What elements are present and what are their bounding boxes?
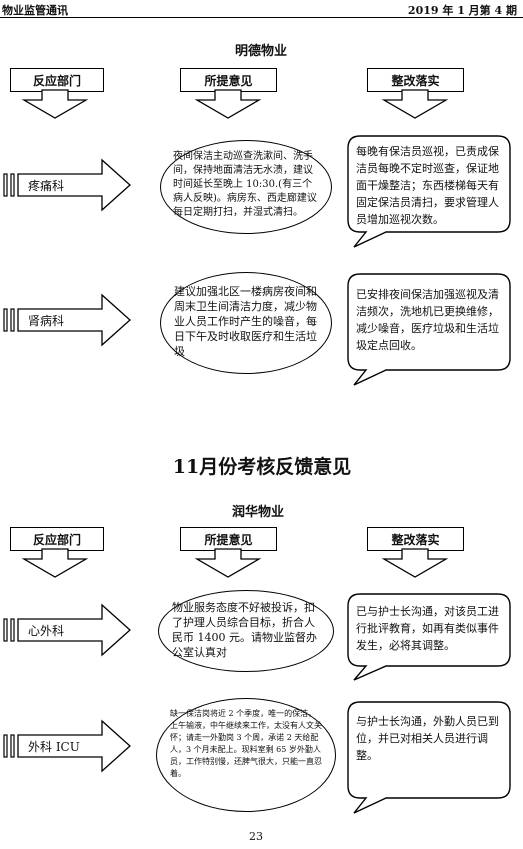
speech-bubble: [347, 701, 511, 814]
page-number: 23: [249, 830, 263, 843]
col-header-fix: 整改落实: [367, 68, 464, 92]
journal-name: 物业监管通讯: [2, 4, 68, 17]
col-header-fix-label: 整改落实: [391, 73, 440, 88]
issue-date: 2019 年 1 月第 4 期: [407, 4, 517, 17]
right-arrow-icon: [3, 603, 131, 657]
dept-label: 心外科: [28, 624, 65, 638]
opinion-oval: [160, 140, 332, 234]
fix-text: 每晚有保洁员巡视，已责成保洁员每晚不定时巡查，保证地面干燥整洁；东西楼梯每天有固…: [356, 145, 499, 226]
down-arrow-icon: [194, 89, 262, 119]
col-header-dept: 反应部门: [10, 68, 104, 92]
right-arrow-icon: [3, 719, 131, 773]
col-header-dept: 反应部门: [10, 527, 104, 551]
main-title: 11月份考核反馈意见: [172, 456, 352, 478]
dept-label: 外科 ICU: [28, 740, 80, 754]
section2-title: 润华物业: [231, 505, 284, 520]
dept-label: 肾病科: [28, 314, 65, 328]
opinion-text: 缺一保洁岗将近 2 个季度，唯一的保洁，上午输液，中午继续来工作，太没有人文关怀…: [170, 709, 322, 778]
col-header-fix-label: 整改落实: [391, 532, 440, 547]
col-header-dept-label: 反应部门: [32, 532, 81, 547]
down-arrow-icon: [194, 548, 262, 578]
opinion-oval: [160, 272, 332, 374]
opinion-text: 夜间保洁主动巡查洗漱间、洗手间，保持地面清洁无水渍，建议时间延长至晚上 10:3…: [173, 151, 317, 218]
fix-text: 与护士长沟通，外勤人员已到位，并已对相关人员进行调整。: [356, 715, 499, 762]
opinion-text: 物业服务态度不好被投诉，扣了护理人员综合目标，折合人民币 1400 元。请物业监…: [172, 601, 317, 659]
speech-bubble: [347, 273, 511, 386]
col-header-opinion-label: 所提意见: [204, 73, 253, 88]
header-divider: [0, 17, 523, 18]
dept-label: 疼痛科: [28, 179, 65, 193]
col-header-opinion: 所提意见: [180, 68, 277, 92]
down-arrow-icon: [21, 548, 89, 578]
section1-title: 明德物业: [234, 44, 287, 59]
opinion-text: 建议加强北区一楼病房夜间和周末卫生间清洁力度，减少物业人员工作时产生的噪音，每日…: [174, 285, 317, 358]
opinion-oval: [156, 698, 336, 812]
down-arrow-icon: [21, 89, 89, 119]
fix-text: 已与护士长沟通，对该员工进行批评教育，如再有类似事件发生，必将其调整。: [356, 605, 499, 652]
speech-bubble: [347, 135, 511, 248]
down-arrow-icon: [381, 89, 449, 119]
speech-bubble: [347, 593, 511, 681]
right-arrow-icon: [3, 293, 131, 347]
col-header-dept-label: 反应部门: [32, 73, 81, 88]
down-arrow-icon: [381, 548, 449, 578]
fix-text: 已安排夜间保洁加强巡视及清洁频次，洗地机已更换维修，减少噪音，医疗垃圾和生活垃圾…: [356, 288, 499, 352]
col-header-opinion: 所提意见: [180, 527, 277, 551]
col-header-fix: 整改落实: [367, 527, 464, 551]
col-header-opinion-label: 所提意见: [204, 532, 253, 547]
right-arrow-icon: [3, 158, 131, 212]
opinion-oval: [158, 590, 334, 672]
